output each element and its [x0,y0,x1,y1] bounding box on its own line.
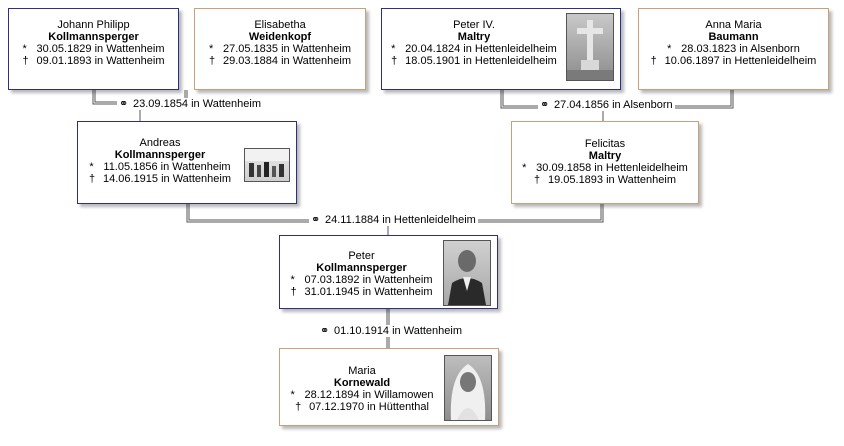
death-symbol: † [650,55,657,67]
person-card-anna-maria[interactable]: Anna Maria Baumann * 28.03.1823 in Alsenb… [638,8,829,90]
birth-text: 20.04.1824 in Hettenleidelheim [405,43,557,55]
bride-portrait-photo[interactable] [444,355,492,421]
birth-event: * 28.03.1823 in Alsenborn [639,43,828,55]
given-name: Elisabetha [254,19,306,31]
death-text: 09.01.1893 in Wattenheim [36,55,165,67]
surname: Kollmannsperger [114,149,206,161]
death-text: 14.06.1915 in Wattenheim [102,173,231,185]
marriage-text: 01.10.1914 in Wattenheim [334,325,463,337]
marriage-text: 23.09.1854 in Wattenheim [133,98,262,110]
death-symbol: † [290,286,297,298]
death-event: † 14.06.1915 in Wattenheim [78,173,242,185]
person-info: Johann Philipp Kollmannsperger * 30.05.18… [9,19,178,67]
surname: Kornewald [333,377,391,389]
marriage-rings-icon: ⚭ [540,99,550,111]
given-name: Andreas [139,137,181,149]
birth-symbol: * [208,43,214,55]
death-text: 31.01.1945 in Wattenheim [304,286,433,298]
death-event: † 31.01.1945 in Wattenheim [280,286,443,298]
marriage-label-2: ⚭ 27.04.1856 in Alsenborn [538,99,675,111]
person-card-maria[interactable]: Maria Kornewald * 28.12.1894 in Willamowe… [279,348,499,426]
birth-symbol: * [667,43,672,55]
birth-event: * 27.05.1835 in Wattenheim [195,43,365,55]
surname: Kollmannsperger [316,262,407,274]
birth-text: 07.03.1892 in Wattenheim [304,274,433,286]
birth-symbol: * [522,162,527,174]
birth-event: * 07.03.1892 in Wattenheim [280,274,443,286]
person-card-peter[interactable]: Peter Kollmannsperger * 07.03.1892 in Wat… [279,235,498,309]
death-symbol: † [208,55,216,67]
birth-symbol: * [89,161,94,173]
surname: Kollmannsperger [48,31,139,43]
person-card-felicitas[interactable]: Felicitas Maltry * 30.09.1858 in Hettenle… [511,121,699,204]
death-text: 10.06.1897 in Hettenleidelheim [664,55,817,67]
birth-symbol: * [290,274,295,286]
person-info: Peter Kollmannsperger * 07.03.1892 in Wat… [280,250,443,298]
person-info: Maria Kornewald * 28.12.1894 in Willamowe… [280,365,444,413]
death-symbol: † [22,55,29,67]
person-info: Andreas Kollmannsperger * 11.05.1856 in W… [78,137,242,185]
birth-event: * 11.05.1856 in Wattenheim [78,161,242,173]
marriage-text: 24.11.1884 in Hettenleidelheim [325,214,476,226]
person-info: Anna Maria Baumann * 28.03.1823 in Alsenb… [639,19,828,67]
marriage-rings-icon: ⚭ [320,325,330,337]
death-event: † 18.05.1901 in Hettenleidelheim [382,55,566,67]
death-text: 29.03.1884 in Wattenheim [222,55,351,67]
person-card-johann-philipp[interactable]: Johann Philipp Kollmannsperger * 30.05.18… [8,8,179,90]
person-card-peter-iv[interactable]: Peter IV. Maltry * 20.04.1824 in Hettenle… [381,8,621,90]
birth-symbol: * [290,389,295,401]
surname: Maltry [588,150,622,162]
surname: Baumann [708,31,759,43]
birth-event: * 20.04.1824 in Hettenleidelheim [382,43,566,55]
birth-text: 30.05.1829 in Wattenheim [36,43,165,55]
given-name: Maria [348,365,376,377]
birth-event: * 30.09.1858 in Hettenleidelheim [512,162,698,174]
death-event: † 10.06.1897 in Hettenleidelheim [639,55,828,67]
given-name: Felicitas [584,138,626,150]
given-name: Peter IV. [453,19,495,31]
birth-text: 28.03.1823 in Alsenborn [681,43,800,55]
death-text: 07.12.1970 in Hüttenthal [309,401,429,413]
marriage-rings-icon: ⚭ [119,98,129,110]
birth-text: 28.12.1894 in Willamowen [304,389,434,401]
death-symbol: † [295,401,302,413]
birth-symbol: * [391,43,396,55]
portrait-photo[interactable] [443,240,491,306]
marriage-label-4: ⚭ 01.10.1914 in Wattenheim [318,325,465,337]
family-group-photo[interactable] [244,148,290,182]
death-event: † 29.03.1884 in Wattenheim [195,55,365,67]
death-event: † 07.12.1970 in Hüttenthal [280,401,444,413]
marriage-label-3: ⚭ 24.11.1884 in Hettenleidelheim [309,214,478,226]
birth-event: * 30.05.1829 in Wattenheim [9,43,178,55]
person-info: Elisabetha Weidenkopf * 27.05.1835 in Wat… [195,19,365,67]
person-card-andreas[interactable]: Andreas Kollmannsperger * 11.05.1856 in W… [77,121,297,204]
person-info: Peter IV. Maltry * 20.04.1824 in Hettenle… [382,19,566,67]
birth-event: * 28.12.1894 in Willamowen [280,389,444,401]
marriage-label-1: ⚭ 23.09.1854 in Wattenheim [117,98,264,110]
birth-text: 30.09.1858 in Hettenleidelheim [536,162,688,174]
death-symbol: † [533,174,541,186]
birth-symbol: * [22,43,27,55]
given-name: Johann Philipp [57,19,130,31]
surname: Maltry [457,31,491,43]
death-event: † 09.01.1893 in Wattenheim [9,55,178,67]
death-text: 19.05.1893 in Wattenheim [547,174,676,186]
marriage-rings-icon: ⚭ [311,214,321,226]
death-event: † 19.05.1893 in Wattenheim [512,174,698,186]
death-symbol: † [391,55,398,67]
birth-text: 11.05.1856 in Wattenheim [103,161,231,173]
surname: Weidenkopf [248,31,312,43]
death-text: 18.05.1901 in Hettenleidelheim [405,55,557,67]
birth-text: 27.05.1835 in Wattenheim [222,43,351,55]
marriage-text: 27.04.1856 in Alsenborn [554,99,673,111]
death-symbol: † [88,173,96,185]
gravestone-cross-photo[interactable] [566,13,614,81]
person-info: Felicitas Maltry * 30.09.1858 in Hettenle… [512,138,698,186]
given-name: Anna Maria [705,19,762,31]
person-card-elisabetha[interactable]: Elisabetha Weidenkopf * 27.05.1835 in Wat… [194,8,366,90]
given-name: Peter [348,250,375,262]
